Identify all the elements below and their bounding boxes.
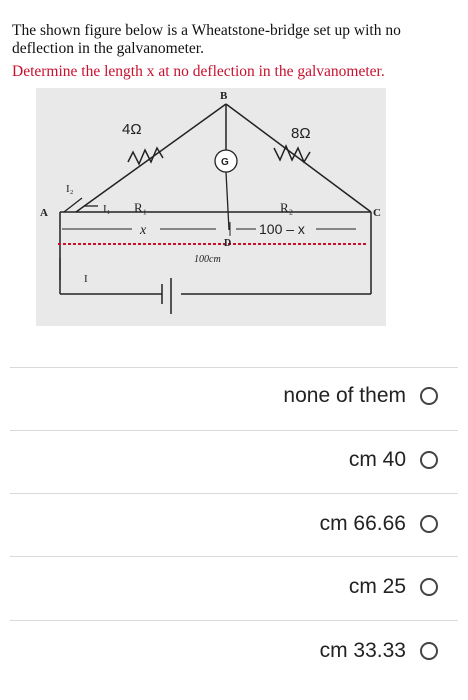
r1-label: R₁: [134, 200, 147, 215]
divider: [10, 493, 458, 494]
radio-button[interactable]: [420, 387, 438, 405]
question-text: The shown figure below is a Wheatstone-b…: [12, 22, 452, 82]
option-label: cm 40: [348, 448, 406, 471]
length-x-label: x: [139, 223, 147, 238]
r2-label: R₂: [280, 200, 293, 215]
current-i1-label: I₁: [103, 203, 111, 215]
wheatstone-bridge-figure: B A C D 4Ω 8Ω G R₁ R₂ I₂ I₁ I x 100 – x …: [36, 88, 386, 326]
node-c-label: C: [373, 207, 381, 219]
resistor-right-icon: [273, 144, 311, 164]
option-none-of-them[interactable]: none of them: [283, 376, 438, 416]
divider: [10, 430, 458, 431]
radio-button[interactable]: [420, 642, 438, 660]
node-d-label: D: [224, 238, 231, 249]
question-line-2: Determine the length x at no deflection …: [12, 63, 385, 80]
question-line-1: The shown figure below is a Wheatstone-b…: [12, 22, 401, 57]
option-label: cm 33.33: [319, 639, 406, 662]
resistor-left-value: 4Ω: [122, 121, 142, 138]
divider: [10, 620, 458, 621]
option-cm-66-66[interactable]: cm 66.66: [320, 504, 438, 544]
radio-button[interactable]: [420, 451, 438, 469]
bridge-diagram: B A C D 4Ω 8Ω G R₁ R₂ I₂ I₁ I x 100 – x …: [36, 88, 386, 326]
length-remainder-label: 100 – x: [259, 221, 305, 237]
radio-button[interactable]: [420, 578, 438, 596]
option-label: none of them: [283, 384, 406, 407]
divider: [10, 367, 458, 368]
radio-button[interactable]: [420, 515, 438, 533]
option-cm-33-33[interactable]: cm 33.33: [320, 631, 438, 671]
option-cm-25[interactable]: cm 25: [349, 567, 438, 607]
current-i2-label: I₂: [66, 183, 74, 195]
divider: [10, 556, 458, 557]
current-i-label: I: [84, 273, 88, 285]
galvanometer-label: G: [221, 157, 229, 168]
option-label: cm 25: [348, 575, 406, 598]
option-label: cm 66.66: [319, 512, 406, 535]
resistor-left-icon: [127, 146, 164, 166]
node-b-label: B: [220, 90, 228, 102]
resistor-right-value: 8Ω: [291, 125, 311, 142]
option-cm-40[interactable]: cm 40: [349, 440, 438, 480]
wire-length-label: 100cm: [194, 254, 221, 265]
node-a-label: A: [40, 207, 48, 219]
